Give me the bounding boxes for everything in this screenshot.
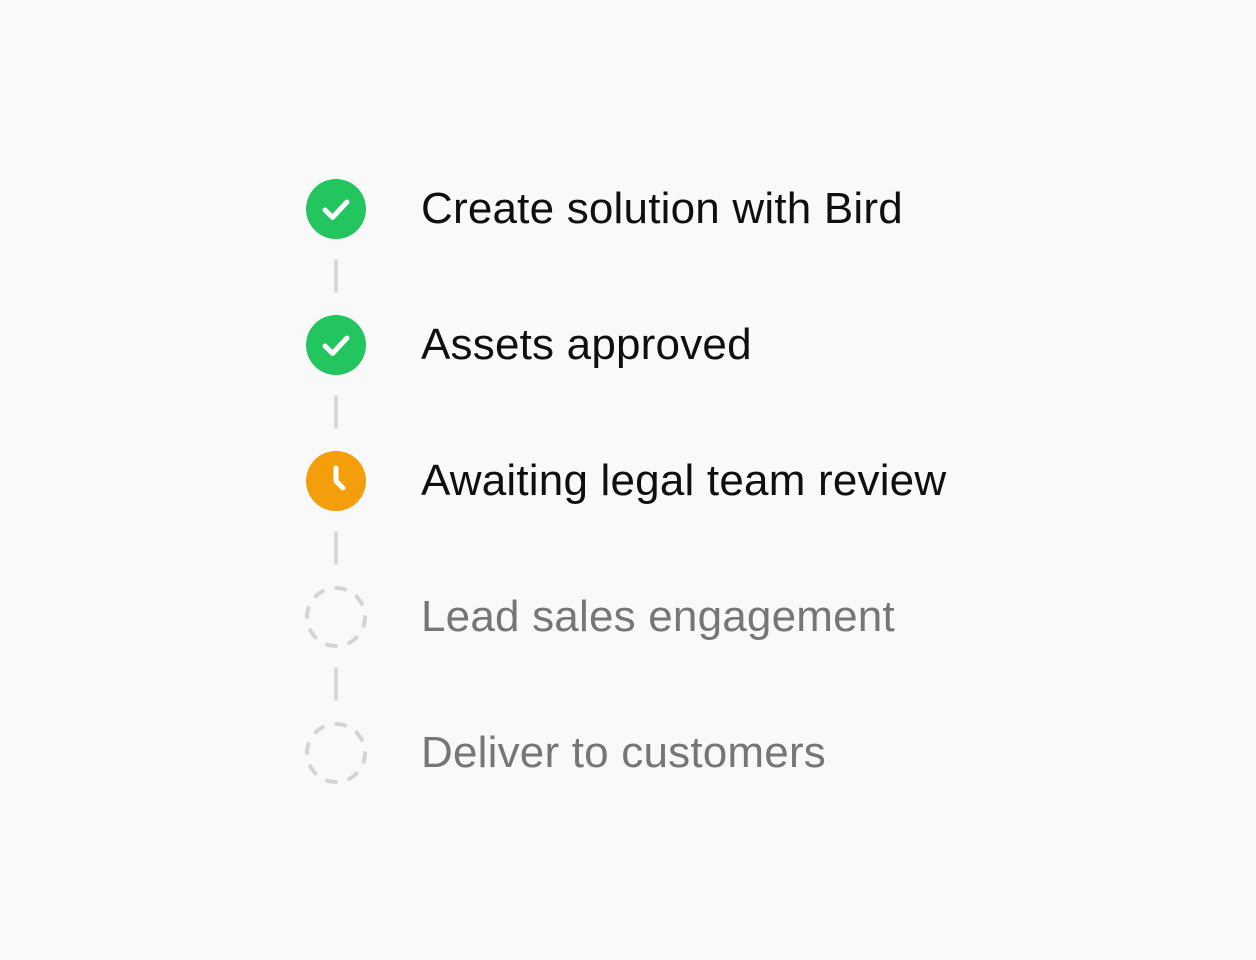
timeline-connector bbox=[334, 395, 338, 429]
step-label: Lead sales engagement bbox=[421, 592, 895, 641]
timeline-step-legal-review: Awaiting legal team review bbox=[0, 449, 1256, 513]
dashed-circle-icon bbox=[304, 721, 368, 785]
step-label: Awaiting legal team review bbox=[421, 456, 947, 505]
step-label: Deliver to customers bbox=[421, 728, 827, 777]
step-label: Create solution with Bird bbox=[421, 184, 903, 233]
clock-icon bbox=[304, 449, 368, 513]
check-icon bbox=[304, 313, 368, 377]
dashed-circle-icon bbox=[304, 585, 368, 649]
timeline-step-create-solution: Create solution with Bird bbox=[0, 177, 1256, 241]
timeline-step-assets-approved: Assets approved bbox=[0, 313, 1256, 377]
check-icon bbox=[304, 177, 368, 241]
timeline-step-lead-sales: Lead sales engagement bbox=[0, 585, 1256, 649]
step-label: Assets approved bbox=[421, 320, 752, 369]
timeline-connector bbox=[334, 259, 338, 293]
timeline-connector bbox=[334, 667, 338, 701]
timeline-connector bbox=[334, 531, 338, 565]
timeline-step-deliver: Deliver to customers bbox=[0, 721, 1256, 785]
